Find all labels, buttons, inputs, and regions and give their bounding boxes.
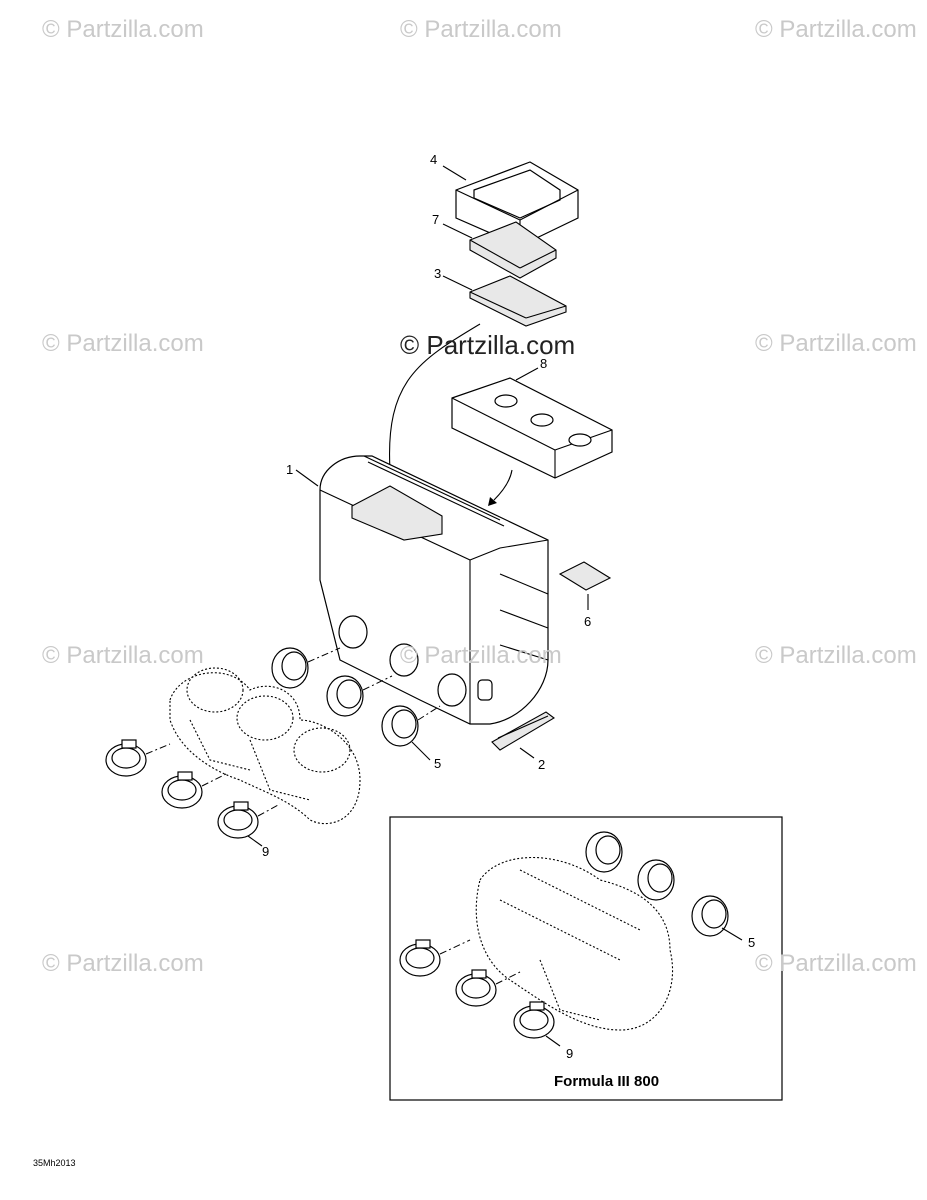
watermark-center: © Partzilla.com <box>400 330 576 360</box>
inset-title: Formula III 800 <box>554 1073 660 1090</box>
watermark: © Partzilla.com <box>400 642 562 669</box>
inset-callout-9[interactable]: 9 <box>566 1046 574 1061</box>
callout-5[interactable]: 5 <box>434 756 442 771</box>
part-3-plate[interactable] <box>469 275 567 327</box>
callout-2[interactable]: 2 <box>538 757 546 772</box>
part-6-label[interactable] <box>558 561 612 591</box>
inset-clamps[interactable] <box>399 939 555 1039</box>
inset-carburetors <box>475 857 674 1031</box>
inset-frame <box>389 816 783 1101</box>
callout-7[interactable]: 7 <box>432 212 440 227</box>
watermark: © Partzilla.com <box>42 950 204 977</box>
watermark: © Partzilla.com <box>400 16 562 43</box>
inset-adaptors[interactable] <box>585 831 729 937</box>
part-7-filter-pad[interactable] <box>469 221 557 279</box>
watermark: © Partzilla.com <box>42 642 204 669</box>
part-1-air-box[interactable] <box>319 455 549 725</box>
part-2-bracket[interactable] <box>491 711 555 751</box>
callout-9[interactable]: 9 <box>262 844 270 859</box>
watermark: © Partzilla.com <box>42 330 204 357</box>
callout-1[interactable]: 1 <box>286 462 294 477</box>
callout-4[interactable]: 4 <box>430 152 438 167</box>
figure-code: 35Mh2013 <box>33 1158 76 1168</box>
carburetor-assembly <box>169 667 361 825</box>
arrow-plate-to-box <box>388 323 481 471</box>
callout-8[interactable]: 8 <box>540 356 548 371</box>
watermark: © Partzilla.com <box>42 16 204 43</box>
part-5-adaptors[interactable] <box>271 647 419 747</box>
arrow-foam <box>493 469 513 501</box>
part-9-clamps[interactable] <box>105 739 259 839</box>
watermark: © Partzilla.com <box>755 642 917 669</box>
part-4-foam-frame[interactable] <box>455 161 579 247</box>
callout-3[interactable]: 3 <box>434 266 442 281</box>
watermark: © Partzilla.com <box>755 16 917 43</box>
watermark: © Partzilla.com <box>755 330 917 357</box>
inset-callout-5[interactable]: 5 <box>748 935 756 950</box>
callout-6[interactable]: 6 <box>584 614 592 629</box>
part-8-foam-block[interactable] <box>451 377 613 479</box>
watermark: © Partzilla.com <box>755 950 917 977</box>
